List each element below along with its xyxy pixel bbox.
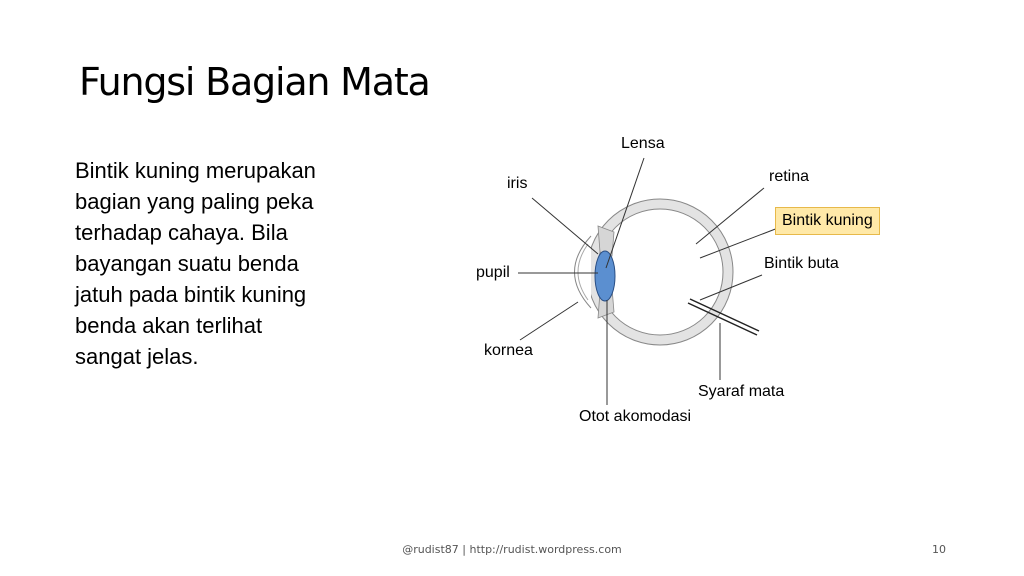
page-number: 10 [932,543,946,556]
label-bintik-buta: Bintik buta [764,255,839,272]
optic-nerve-line-1 [687,302,758,336]
optic-nerve-line-2 [689,298,760,332]
leader-line-retina [695,187,765,245]
label-syaraf-mata: Syaraf mata [698,383,785,400]
slide-title: Fungsi Bagian Mata [79,60,431,104]
body-text-line: Bintik kuning merupakan [75,158,316,183]
body-text-line: bagian yang paling peka [75,189,314,214]
body-text-line: benda akan terlihat [75,313,263,338]
leader-line-kornea [519,301,579,341]
iris-band-top [597,225,615,257]
label-retina: retina [769,168,810,185]
leader-line-iris [531,197,599,255]
label-kornea: kornea [484,342,533,359]
footer-text: @rudist87 | http://rudist.wordpress.com [402,543,622,556]
label-bintik-kuning: Bintik kuning [775,207,880,235]
cornea-inner [577,243,589,301]
body-text-line: bayangan suatu benda [75,251,299,276]
label-iris: iris [507,175,528,192]
leader-line-lensa [605,157,645,269]
cornea-shape [574,235,592,309]
body-text-line: sangat jelas. [75,344,199,369]
label-pupil: pupil [476,264,510,281]
body-text: Bintik kuning merupakan bagian yang pali… [75,155,375,372]
label-lensa: Lensa [621,135,665,152]
leader-line-bintik-kuning [699,227,779,259]
body-text-line: terhadap cahaya. Bila [75,220,288,245]
label-otot-akomodasi: Otot akomodasi [579,408,692,425]
leader-line-bintik-buta [699,274,763,301]
lens-shape [594,250,616,302]
eyeball-inner-cavity [596,208,724,336]
body-text-line: jatuh pada bintik kuning [75,282,307,307]
